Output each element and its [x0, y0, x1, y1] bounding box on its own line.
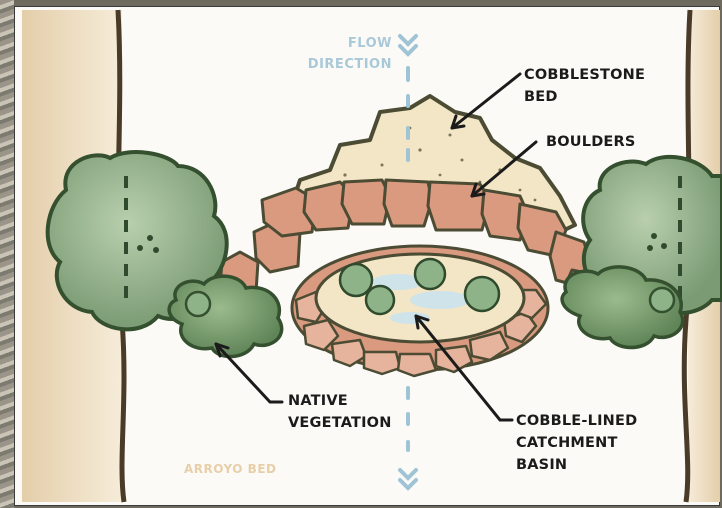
boulders-label: BOULDERS: [546, 131, 636, 153]
native-vegetation-label: NATIVE VEGETATION: [288, 390, 392, 434]
leader-native-vegetation: [216, 344, 282, 402]
leader-cobblestone-bed: [452, 74, 520, 128]
flow-direction-label: FLOW DIRECTION: [262, 36, 392, 72]
cobblestone-bed-label: COBBLESTONE BED: [524, 64, 645, 108]
left-shrub-small: [169, 276, 282, 356]
catchment-basin-label: COBBLE-LINED CATCHMENT BASIN: [516, 410, 637, 476]
catchment-basin: [292, 246, 548, 376]
flow-label-line1: FLOW: [262, 36, 392, 51]
arroyo-bed-label: ARROYO BED: [184, 462, 277, 476]
flow-direction-bottom: [400, 388, 416, 488]
flow-label-line2: DIRECTION: [262, 57, 392, 72]
